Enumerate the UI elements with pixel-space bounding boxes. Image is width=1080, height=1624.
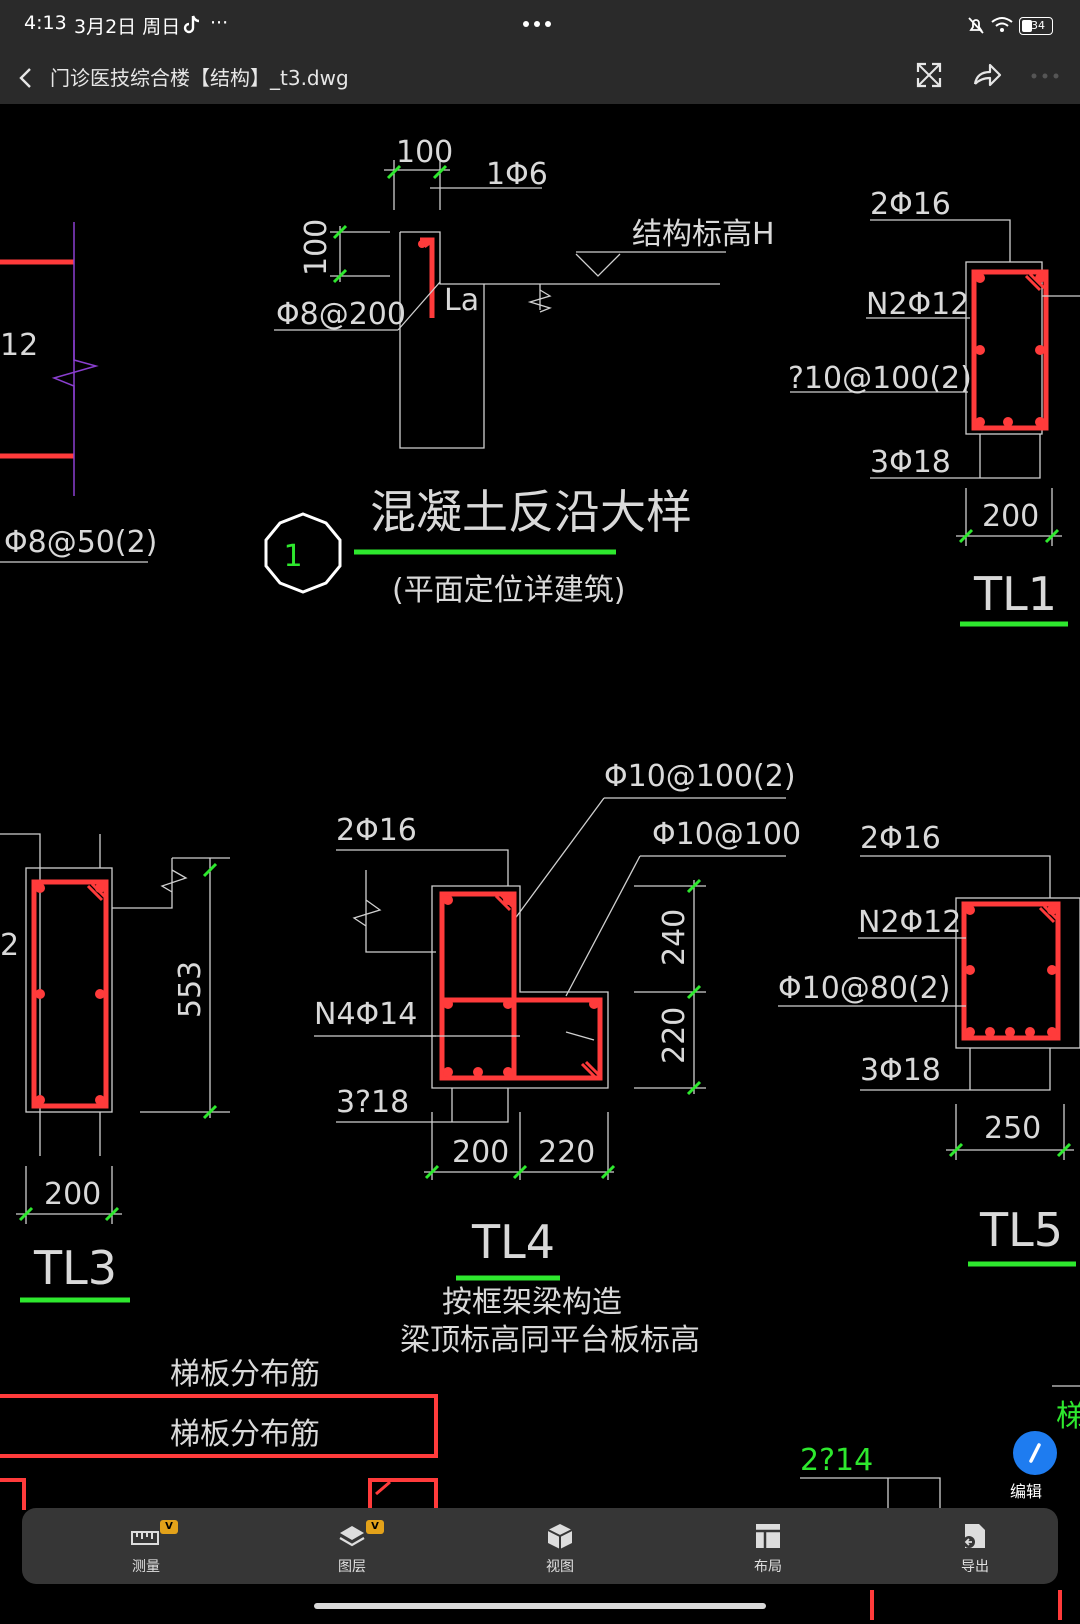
status-date: 3月2日 周日 bbox=[74, 16, 181, 38]
tl4-stirrup-2: Φ10@100 bbox=[652, 817, 801, 852]
toolbar-view-label: 视图 bbox=[546, 1559, 574, 1575]
pencil-icon bbox=[1029, 1443, 1041, 1463]
upturn-subtitle: (平面定位详建筑) bbox=[392, 573, 625, 608]
tl5-stirrup: Φ10@80(2) bbox=[778, 971, 950, 1006]
upturn-elevation: 结构标高H bbox=[632, 217, 775, 252]
toolbar-measure-label: 测量 bbox=[132, 1559, 160, 1575]
home-indicator[interactable] bbox=[314, 1603, 766, 1609]
left-label-12: 12 bbox=[0, 328, 38, 363]
bottom-toolbar: V 测量 V 图层 视图 布局 导出 bbox=[22, 1508, 1058, 1584]
multitask-dots-icon[interactable] bbox=[522, 20, 552, 28]
tl4-bottom-bars: 3?18 bbox=[336, 1085, 409, 1120]
tl3-section: 2 553 200 TL3 bbox=[0, 833, 230, 1303]
tl1-bottom-bars: 3Φ18 bbox=[870, 445, 951, 480]
tl1-width: 200 bbox=[982, 499, 1039, 534]
tl4-top-bars: 2Φ16 bbox=[336, 813, 417, 848]
drawing-canvas[interactable]: .wl{stroke:#d0d0d0;stroke-width:1.3;fill… bbox=[0, 104, 1080, 1620]
back-icon[interactable] bbox=[16, 66, 36, 90]
tl4-height-1: 240 bbox=[657, 909, 692, 966]
toolbar-layers[interactable]: V 图层 bbox=[292, 1508, 412, 1584]
detail-mark-circle bbox=[264, 512, 342, 594]
layers-vip-badge: V bbox=[366, 1520, 384, 1534]
cube-icon bbox=[547, 1524, 573, 1549]
file-title: 门诊医技综合楼【结构】_t3.dwg bbox=[50, 66, 349, 90]
stair-bar-label: 2?14 bbox=[800, 1443, 873, 1478]
share-icon[interactable] bbox=[972, 60, 1002, 88]
tl4-side-bars: N4Φ14 bbox=[314, 997, 417, 1032]
left-beam-fragment: 12 Φ8@50(2) bbox=[0, 222, 157, 563]
tl1-section: 2Φ16 N2Φ12 ?10@100(2) 3Φ18 200 TL1 bbox=[788, 187, 1080, 627]
tl5-name: TL5 bbox=[979, 1203, 1063, 1257]
edit-button[interactable] bbox=[1013, 1431, 1057, 1475]
tl1-name: TL1 bbox=[973, 567, 1057, 621]
title-bar: 门诊医技综合楼【结构】_t3.dwg bbox=[0, 52, 1080, 105]
tl4-name: TL4 bbox=[471, 1215, 555, 1269]
wifi-icon bbox=[991, 17, 1013, 32]
export-icon bbox=[963, 1524, 985, 1548]
tl5-section: 2Φ16 N2Φ12 Φ10@80(2) 3Φ18 250 TL5 bbox=[778, 821, 1080, 1267]
toolbar-measure[interactable]: V 测量 bbox=[86, 1508, 206, 1584]
tl4-section: Φ10@100(2) 2Φ16 Φ10@100 N4Φ14 3?18 240 2… bbox=[314, 759, 801, 1358]
left-stirrup-label: Φ8@50(2) bbox=[4, 525, 157, 560]
upturn-title: 混凝土反沿大样 bbox=[370, 485, 692, 539]
tl4-stirrup-1: Φ10@100(2) bbox=[604, 759, 796, 794]
tl4-width-1: 200 bbox=[452, 1135, 509, 1170]
tl1-stirrup: ?10@100(2) bbox=[788, 361, 972, 396]
tl4-note-1: 按框架梁构造 bbox=[442, 1285, 622, 1320]
tl3-height: 553 bbox=[173, 961, 208, 1018]
toolbar-export[interactable]: 导出 bbox=[915, 1508, 1035, 1584]
tl4-height-2: 220 bbox=[657, 1007, 692, 1064]
upturn-la: La bbox=[444, 283, 479, 318]
tl1-side-bars: N2Φ12 bbox=[866, 287, 969, 322]
tl5-bottom-bars: 3Φ18 bbox=[860, 1053, 941, 1088]
mute-bell-icon bbox=[968, 17, 984, 34]
battery-icon: 34 bbox=[1019, 17, 1053, 35]
upturn-dim-left: 100 bbox=[299, 219, 334, 276]
layout-icon bbox=[756, 1524, 780, 1548]
upturn-detail: 100 1Φ6 结构标高H 100 Φ8@200 La 1 混凝土反沿大样 (平… bbox=[264, 135, 775, 608]
cad-drawing[interactable]: .wl{stroke:#d0d0d0;stroke-width:1.3;fill… bbox=[0, 104, 1080, 1620]
tl5-width: 250 bbox=[984, 1111, 1041, 1146]
fullscreen-icon[interactable] bbox=[914, 60, 944, 90]
stair-distribution-1: 梯板分布筋 bbox=[170, 1357, 320, 1392]
tl3-width: 200 bbox=[44, 1177, 101, 1212]
edit-label: 编辑 bbox=[1010, 1482, 1043, 1501]
tl4-note-2: 梁顶标高同平台板标高 bbox=[400, 1323, 700, 1358]
measure-vip-badge: V bbox=[160, 1520, 178, 1534]
toolbar-layers-label: 图层 bbox=[338, 1559, 366, 1575]
detail-mark-number: 1 bbox=[283, 539, 302, 574]
toolbar-layout[interactable]: 布局 bbox=[708, 1508, 828, 1584]
tl4-width-2: 220 bbox=[538, 1135, 595, 1170]
ruler-icon bbox=[131, 1531, 159, 1545]
status-bar: 4:13 3月2日 周日 ··· 34 bbox=[0, 0, 1080, 52]
status-time: 4:13 bbox=[24, 12, 67, 34]
stair-distribution-2: 梯板分布筋 bbox=[170, 1417, 320, 1452]
tiktok-icon bbox=[183, 15, 200, 34]
upturn-dim-top: 100 bbox=[396, 135, 453, 170]
toolbar-layout-label: 布局 bbox=[754, 1559, 782, 1575]
tl5-top-bars: 2Φ16 bbox=[860, 821, 941, 856]
battery-level: 34 bbox=[1031, 19, 1045, 32]
status-more: ··· bbox=[210, 12, 229, 34]
more-options-icon[interactable] bbox=[1030, 72, 1060, 80]
tl3-name: TL3 bbox=[33, 1241, 117, 1295]
toolbar-view[interactable]: 视图 bbox=[500, 1508, 620, 1584]
tl5-side-bars: N2Φ12 bbox=[858, 905, 961, 940]
stair-edge-label: 梯 bbox=[1056, 1399, 1080, 1434]
tl3-left-label: 2 bbox=[0, 928, 19, 963]
layers-icon bbox=[339, 1526, 365, 1547]
tl1-top-bars: 2Φ16 bbox=[870, 187, 951, 222]
upturn-bar-top: 1Φ6 bbox=[486, 157, 548, 192]
stair-slab-fragment: 梯板分布筋 梯板分布筋 2?14 梯 bbox=[0, 1357, 1080, 1620]
upturn-stirrup: Φ8@200 bbox=[276, 297, 406, 332]
toolbar-export-label: 导出 bbox=[961, 1559, 989, 1575]
